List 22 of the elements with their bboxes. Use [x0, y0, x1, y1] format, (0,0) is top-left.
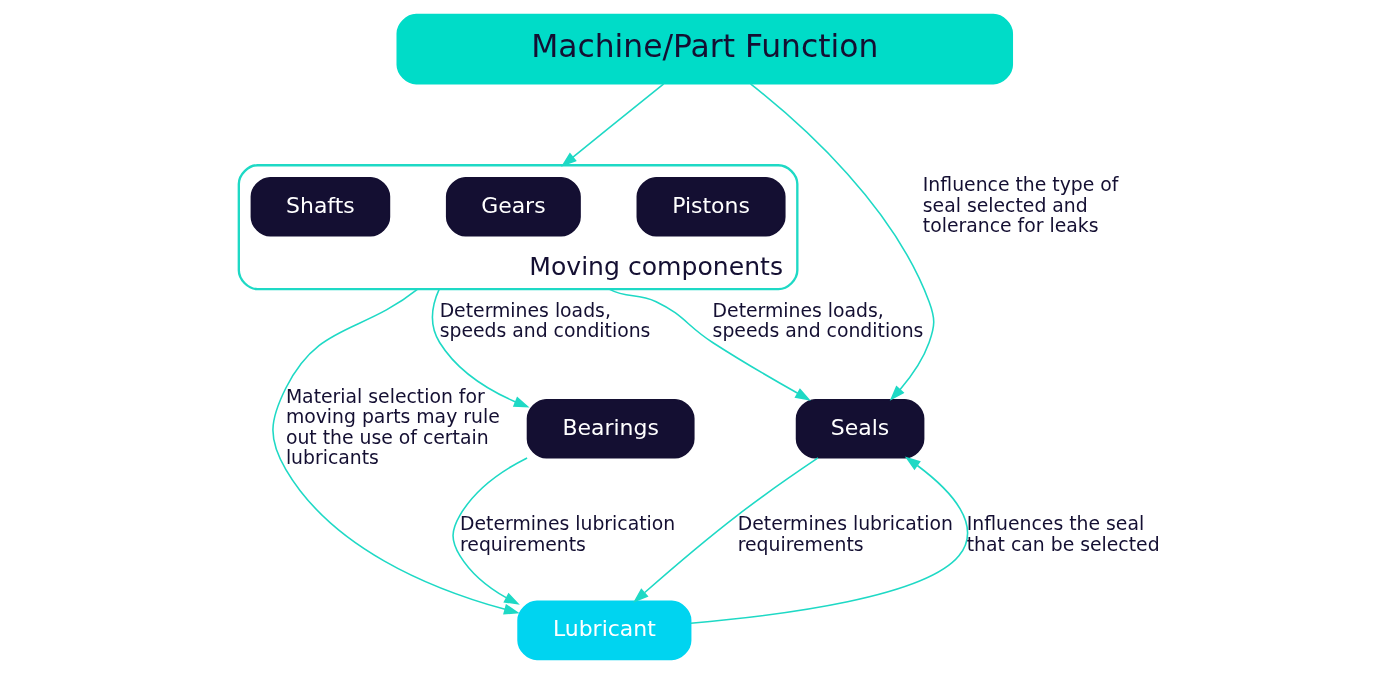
arrow — [608, 288, 811, 401]
node-box: Bearings — [526, 398, 695, 459]
node-box: Machine/Part Function — [396, 13, 1014, 85]
edge-label: Determines loads, speeds and conditions — [439, 299, 651, 342]
edge-label: Determines lubrication requirements — [737, 513, 953, 555]
arrow — [272, 288, 520, 615]
node-box: Seals — [795, 398, 925, 459]
edge-label: Influence the type of seal selected and tolerance for leaks — [922, 174, 1119, 237]
edge-label: Material selection for moving parts may rule out the use of certain lubricants — [285, 386, 500, 469]
arrow — [431, 288, 530, 408]
node-box: Shafts — [250, 176, 391, 237]
node-box: Lubricant — [517, 600, 692, 661]
node-box: Pistons — [636, 176, 786, 237]
edge-label: Determines lubrication requirements — [460, 513, 676, 555]
arrow — [633, 457, 819, 603]
arrow — [689, 456, 969, 625]
edge-label: Determines loads, speeds and conditions — [712, 299, 924, 342]
arrow — [561, 83, 665, 167]
arrow — [452, 457, 528, 605]
arrow — [749, 83, 935, 401]
edge-label: Influences the seal that can be selected — [966, 513, 1160, 555]
node-box: Gears — [445, 176, 581, 237]
